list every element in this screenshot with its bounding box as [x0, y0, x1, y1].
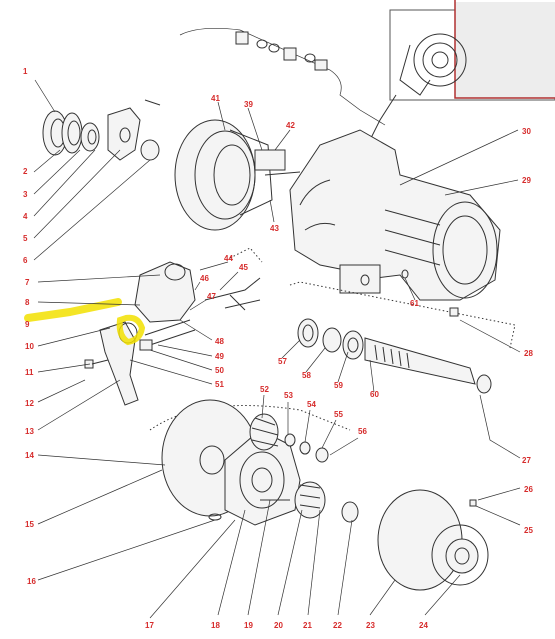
part-label-60: 60: [370, 390, 379, 399]
part-labels: 1 2 3 4 5 6 7 8 9 10 11 12 13 14 15 16 1…: [23, 67, 533, 630]
part-label-39: 39: [244, 100, 253, 109]
output-shaft-group: [289, 269, 516, 394]
part-label-58: 58: [302, 371, 311, 380]
part-label-54: 54: [307, 400, 316, 409]
inset-photo: [364, 0, 555, 151]
part-label-44: 44: [224, 254, 233, 263]
part-label-48: 48: [215, 337, 224, 346]
part-label-19: 19: [244, 621, 253, 630]
part-label-22: 22: [333, 621, 342, 630]
part-label-28: 28: [524, 349, 533, 358]
part-label-50: 50: [215, 366, 224, 375]
part-label-25: 25: [524, 526, 533, 535]
part-label-15: 15: [25, 520, 34, 529]
part-label-59: 59: [334, 381, 343, 390]
leader-lines: [33, 79, 521, 619]
bolt-chain-top: [179, 28, 386, 126]
part-label-41: 41: [211, 94, 220, 103]
part-label-1: 1: [23, 67, 28, 76]
part-label-6: 6: [23, 256, 28, 265]
final-drive-group: [149, 399, 489, 591]
part-label-53: 53: [284, 391, 293, 400]
part-label-55: 55: [334, 410, 343, 419]
part-label-52: 52: [260, 385, 269, 394]
part-label-24: 24: [419, 621, 428, 630]
part-label-29: 29: [522, 176, 531, 185]
part-label-20: 20: [274, 621, 283, 630]
part-label-4: 4: [23, 212, 28, 221]
part-label-23: 23: [366, 621, 375, 630]
part-label-51: 51: [215, 380, 224, 389]
part-label-9: 9: [25, 320, 30, 329]
part-label-13: 13: [25, 427, 34, 436]
part-label-2: 2: [23, 167, 28, 176]
part-label-14: 14: [25, 451, 34, 460]
part-label-18: 18: [211, 621, 220, 630]
part-label-3: 3: [23, 190, 28, 199]
part-label-49: 49: [215, 352, 224, 361]
brake-drum: [174, 119, 301, 231]
part-label-17: 17: [145, 621, 154, 630]
part-label-43: 43: [270, 224, 279, 233]
part-label-10: 10: [25, 342, 34, 351]
brake-lever-group: [84, 247, 263, 406]
part-label-5: 5: [23, 234, 28, 243]
part-label-42: 42: [286, 121, 295, 130]
part-label-8: 8: [25, 298, 30, 307]
part-label-61: 61: [410, 299, 419, 308]
part-label-47: 47: [207, 292, 216, 301]
part-label-45: 45: [239, 263, 248, 272]
part-label-11: 11: [25, 368, 34, 377]
highlight-marker: [24, 298, 146, 346]
bearing-stack: [42, 99, 161, 161]
part-label-56: 56: [358, 427, 367, 436]
part-label-57: 57: [278, 357, 287, 366]
part-label-30: 30: [522, 127, 531, 136]
part-label-12: 12: [25, 399, 34, 408]
main-housing: [289, 129, 501, 301]
part-label-46: 46: [200, 274, 209, 283]
part-label-7: 7: [25, 278, 30, 287]
part-label-27: 27: [522, 456, 531, 465]
part-label-21: 21: [303, 621, 312, 630]
part-label-16: 16: [27, 577, 36, 586]
part-label-26: 26: [524, 485, 533, 494]
